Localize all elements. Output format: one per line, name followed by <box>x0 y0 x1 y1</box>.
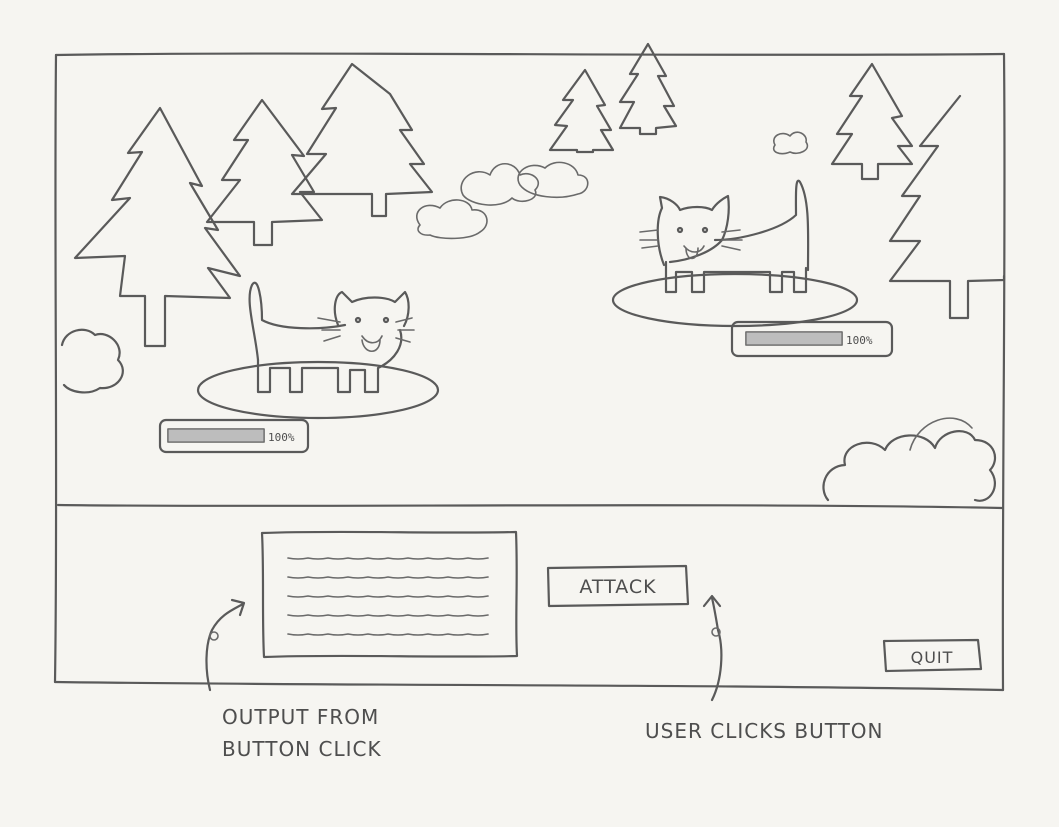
cloud-icon <box>416 199 488 240</box>
player-character: 100% <box>158 281 440 454</box>
enemy-shadow <box>611 272 859 328</box>
tree-icon <box>830 62 914 181</box>
output-line <box>287 614 489 617</box>
tree-icon <box>618 42 678 136</box>
cloud-icon <box>772 131 809 155</box>
enemy-character: 100% <box>611 179 894 358</box>
cat-icon <box>248 281 415 394</box>
bush-icon <box>822 417 997 502</box>
cat-icon <box>639 179 810 294</box>
tree-icon <box>205 98 324 247</box>
cloud-icon <box>460 162 540 206</box>
arrow-icon <box>702 594 723 702</box>
output-box <box>260 530 519 659</box>
quit-button-label: QUIT <box>911 648 954 667</box>
output-line <box>287 595 489 598</box>
button-note: USER CLICKS BUTTON <box>645 719 884 743</box>
tree-icon <box>888 94 1006 320</box>
controls-area: ATTACK QUIT <box>260 530 983 673</box>
tree-icon <box>548 68 615 154</box>
scene-divider <box>56 503 1004 510</box>
player-health-bar: 100% <box>158 418 310 454</box>
annotations: OUTPUT FROM BUTTON CLICK USER CLICKS BUT… <box>205 594 884 761</box>
player-shadow <box>196 360 440 420</box>
quit-button[interactable]: QUIT <box>882 638 983 673</box>
game-window <box>53 52 1006 692</box>
output-line <box>287 576 489 579</box>
output-note-line1: OUTPUT FROM <box>222 705 379 729</box>
tree-icon <box>73 106 242 348</box>
output-lines <box>287 557 489 636</box>
attack-button-label: ATTACK <box>579 576 656 598</box>
player-hp-fill <box>167 428 265 443</box>
bush-icon <box>60 328 124 394</box>
attack-button[interactable]: ATTACK <box>546 564 690 608</box>
tree-icon <box>290 62 434 218</box>
cloud-icon <box>517 161 589 199</box>
enemy-hp-fill <box>745 331 843 346</box>
arrow-icon <box>205 598 246 692</box>
enemy-hp-label: 100% <box>846 334 873 347</box>
enemy-health-bar: 100% <box>730 320 894 358</box>
scene-area: 100% 100% <box>60 42 1006 502</box>
output-line <box>287 557 489 560</box>
player-hp-label: 100% <box>268 431 295 444</box>
output-note-line2: BUTTON CLICK <box>222 737 382 761</box>
output-line <box>287 633 489 636</box>
